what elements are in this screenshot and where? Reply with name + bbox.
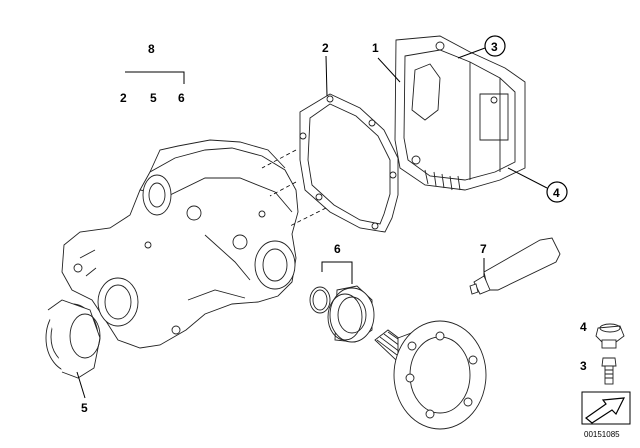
callout-2-leader [325,55,328,97]
callout-1-leader [377,57,401,83]
callout-3-circled[interactable]: 3 [491,40,498,54]
o-ring-and-seal-set[interactable] [309,285,375,343]
callout-3-leader [457,47,486,59]
callout-7[interactable]: 7 [480,242,487,256]
screw[interactable] [601,357,617,385]
callout-6[interactable]: 6 [334,242,341,256]
callout-2-set[interactable]: 2 [120,91,127,105]
callout-3-circle [484,35,506,57]
callout-3[interactable]: 3 [580,359,587,373]
callout-5-set[interactable]: 5 [150,91,157,105]
output-flange[interactable] [374,320,487,430]
callout-5-leader [76,371,86,399]
callout-4-leader [507,167,548,189]
shaft-seal[interactable] [45,299,101,379]
callout-6-bracket [321,261,353,284]
gasket[interactable] [299,93,399,233]
callout-8[interactable]: 8 [148,42,155,56]
callout-1[interactable]: 1 [372,41,379,55]
callout-4-circled[interactable]: 4 [553,186,560,200]
sealant-tube[interactable] [469,237,561,295]
callout-5[interactable]: 5 [81,401,88,415]
callout-6-set[interactable]: 6 [178,91,185,105]
callout-2[interactable]: 2 [322,41,329,55]
differential-housing[interactable] [61,139,299,349]
callout-4[interactable]: 4 [580,320,587,334]
gasket-dashes [261,149,327,227]
direction-arrow-icon [581,391,631,425]
differential-cover[interactable] [394,35,526,191]
callout-8-bracket [125,71,185,84]
drain-plug[interactable] [595,323,625,349]
callout-4-circle [546,181,568,203]
image-number: 00151085 [584,430,620,439]
